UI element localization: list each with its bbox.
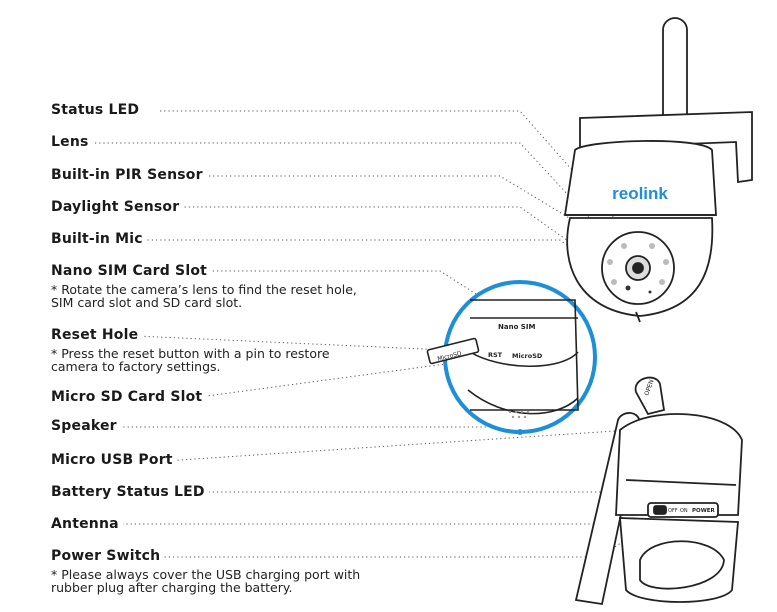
leader-battery-led	[196, 491, 651, 509]
label-antenna: Antenna	[51, 516, 123, 532]
label-nano-sim: Nano SIM Card Slot	[51, 263, 212, 279]
leader-pir	[188, 175, 623, 251]
camera-front	[563, 17, 753, 323]
note-power-line1: * Please always cover the USB charging p…	[51, 567, 361, 582]
label-pir-sensor: Built-in PIR Sensor	[51, 167, 207, 183]
note-nano-sim-line1: * Rotate the camera’s lens to find the r…	[51, 282, 357, 297]
camera-head	[563, 140, 717, 216]
label-micro-usb: Micro USB Port	[51, 452, 177, 468]
slot-nano-sim: Nano SIM	[498, 323, 535, 331]
label-status-led: Status LED	[51, 102, 144, 118]
switch-off-label: OFF	[668, 508, 678, 514]
label-speaker: Speaker	[51, 418, 121, 434]
label-daylight-sensor: Daylight Sensor	[51, 199, 184, 215]
label-mic: Built-in Mic	[51, 231, 147, 247]
note-nano-sim: * Rotate the camera’s lens to find the r…	[51, 283, 411, 309]
note-reset-line2: camera to factory settings.	[51, 359, 221, 374]
callout-magnifier: Nano SIM RST MicroSD MicroSD	[426, 280, 597, 435]
note-reset-line1: * Press the reset button with a pin to r…	[51, 346, 330, 361]
label-battery-led: Battery Status LED	[51, 484, 209, 500]
rubber-plug	[634, 376, 666, 416]
sd-card	[426, 337, 480, 365]
label-lens: Lens	[51, 134, 93, 150]
leader-status-led	[160, 110, 633, 239]
note-power-line2: rubber plug after charging the battery.	[51, 580, 293, 595]
note-nano-sim-line2: SIM card slot and SD card slot.	[51, 295, 243, 310]
leader-lens	[95, 142, 631, 263]
leader-usb	[164, 427, 661, 462]
slot-microsd: MicroSD	[512, 352, 543, 360]
label-reset-hole: Reset Hole	[51, 327, 143, 343]
note-power-switch: * Please always cover the USB charging p…	[51, 568, 411, 594]
antenna-top	[662, 17, 688, 129]
label-power-switch: Power Switch	[51, 548, 165, 564]
switch-on-label: ON	[680, 508, 688, 514]
slot-rst: RST	[488, 351, 503, 359]
leader-power	[152, 529, 641, 558]
camera-back	[574, 376, 743, 606]
note-reset-hole: * Press the reset button with a pin to r…	[51, 347, 411, 373]
leader-reset	[135, 335, 491, 353]
camera-body-back	[615, 413, 743, 516]
brand-logo: reolink	[612, 184, 668, 203]
label-micro-sd: Micro SD Card Slot	[51, 389, 207, 405]
switch-power-label: POWER	[692, 508, 716, 514]
